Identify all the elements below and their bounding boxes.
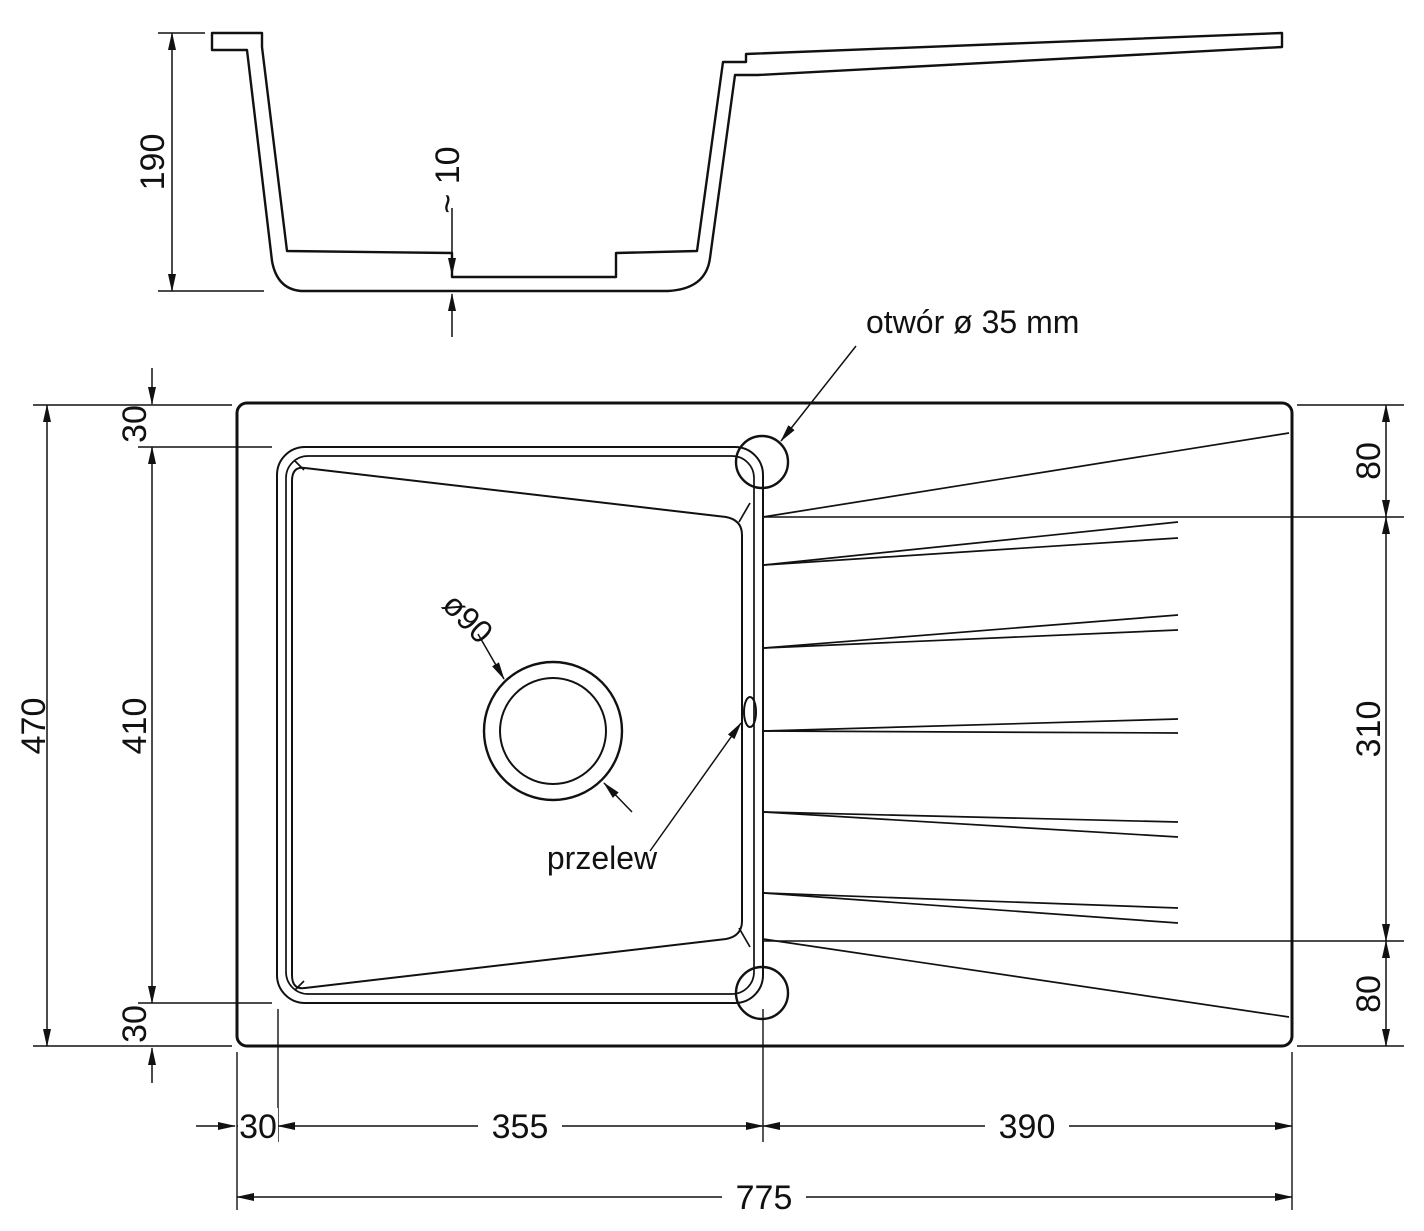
groove-line <box>763 811 1179 838</box>
cross-section-view: 190 ~ 10 <box>134 31 1284 337</box>
groove-line <box>763 811 1179 823</box>
right-bottom-label: 80 <box>1350 975 1388 1013</box>
margin-bottom-label: 30 <box>116 1005 154 1043</box>
overall-height-label: 470 <box>15 698 53 755</box>
drain-outer-circle <box>482 660 624 802</box>
depth-dim-label: 190 <box>134 134 172 191</box>
label-bg <box>985 1108 1069 1144</box>
right-top-label: 80 <box>1350 442 1388 480</box>
right-middle-label: 310 <box>1350 701 1388 758</box>
basin-height-label: 410 <box>116 698 154 755</box>
groove-line <box>763 629 1179 649</box>
basin-corner-chamfer <box>294 460 305 471</box>
bottom-hole-circle <box>734 965 790 1021</box>
groove-line <box>763 892 1179 909</box>
label-bg <box>238 1108 278 1144</box>
basin-corner-chamfer <box>738 502 751 523</box>
basin-width-label: 355 <box>492 1108 549 1146</box>
groove-line <box>763 537 1179 566</box>
drainer-crease-bottom <box>762 938 1290 1018</box>
margin-top-label: 30 <box>116 405 154 443</box>
groove-line <box>763 718 1179 732</box>
drain-inner-circle <box>499 677 607 785</box>
groove-line <box>763 521 1179 566</box>
section-profile <box>210 31 1284 293</box>
basin-bottom <box>291 466 743 990</box>
right-dimensions: 80 310 80 <box>763 404 1404 1047</box>
basin-corner-chamfer <box>738 927 751 948</box>
drain-diameter-leader-lower <box>603 782 633 813</box>
thickness-dim-label: ~ 10 <box>429 146 467 213</box>
drainer-crease-top <box>762 432 1290 518</box>
margin-left-label: 30 <box>239 1108 277 1146</box>
tap-hole-leader <box>780 345 857 442</box>
plan-view: ø90 otwór ø 35 mm przelew <box>235 304 1294 1048</box>
overall-width-label: 775 <box>736 1179 793 1217</box>
basin-opening <box>276 446 764 1004</box>
label-bg <box>478 1108 562 1144</box>
basin-rim-inner <box>285 455 755 995</box>
groove-line <box>763 614 1179 649</box>
overflow-leader <box>649 722 742 852</box>
sink-outline <box>235 401 1294 1048</box>
bottom-dimensions: 30 355 390 775 <box>196 1009 1293 1217</box>
label-bg <box>722 1179 806 1215</box>
drain-diameter-leader-upper <box>477 633 505 680</box>
overflow-slot <box>743 696 757 728</box>
tap-hole-circle <box>734 434 790 490</box>
left-dimensions: 470 410 30 30 <box>15 368 272 1083</box>
groove-line <box>763 892 1179 924</box>
overflow-label: przelew <box>547 840 658 876</box>
drain-diameter-label: ø90 <box>436 586 500 650</box>
tap-hole-label: otwór ø 35 mm <box>866 304 1079 340</box>
groove-line <box>763 730 1179 734</box>
drainer-grooves <box>762 432 1290 1018</box>
drainer-width-label: 390 <box>999 1108 1056 1146</box>
basin-corner-chamfer <box>294 980 305 991</box>
